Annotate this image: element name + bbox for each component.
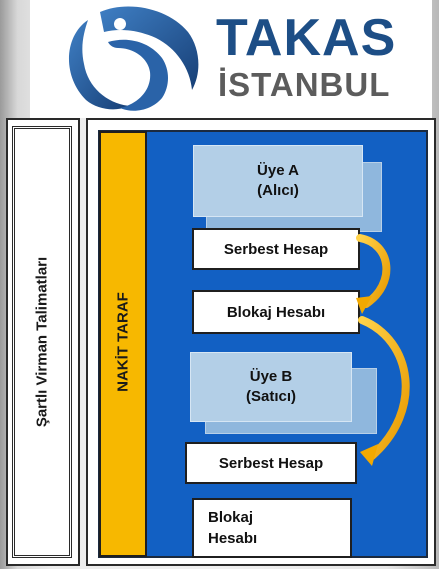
member-a-free-account-label: Serbest Hesap bbox=[223, 240, 329, 258]
instructions-inner-frame bbox=[12, 126, 72, 558]
logo-wordmark-takas: TAKAS bbox=[216, 9, 397, 67]
cash-side-bar bbox=[99, 131, 147, 557]
arrow-block-to-seller-free-icon bbox=[358, 316, 410, 466]
logo-area: TAKAS İSTANBUL bbox=[30, 0, 432, 118]
logo-wordmark-istanbul: İSTANBUL bbox=[218, 66, 391, 103]
member-b-block-account-line1: Blokaj bbox=[208, 509, 254, 526]
member-a-title: Üye A bbox=[257, 162, 299, 179]
member-b-free-account-label: Serbest Hesap bbox=[218, 454, 324, 472]
member-a-role: (Alıcı) bbox=[257, 182, 299, 199]
member-b-free-account: Serbest Hesap bbox=[185, 442, 357, 484]
member-b-block-account: Blokaj Hesabı bbox=[192, 498, 352, 558]
member-a-free-account: Serbest Hesap bbox=[192, 228, 360, 270]
member-a-block-account-label: Blokaj Hesabı bbox=[226, 303, 326, 321]
takas-istanbul-logo-icon bbox=[68, 6, 199, 111]
member-b-title: Üye B bbox=[249, 368, 293, 385]
member-a-block-account: Blokaj Hesabı bbox=[192, 290, 360, 334]
arrow-free-to-block-icon bbox=[356, 234, 391, 314]
member-a-card: Üye A (Alıcı) bbox=[193, 145, 363, 217]
member-b-card: Üye B (Satıcı) bbox=[190, 352, 352, 422]
member-b-block-account-line2: Hesabı bbox=[208, 530, 258, 547]
member-b-role: (Satıcı) bbox=[245, 388, 296, 405]
